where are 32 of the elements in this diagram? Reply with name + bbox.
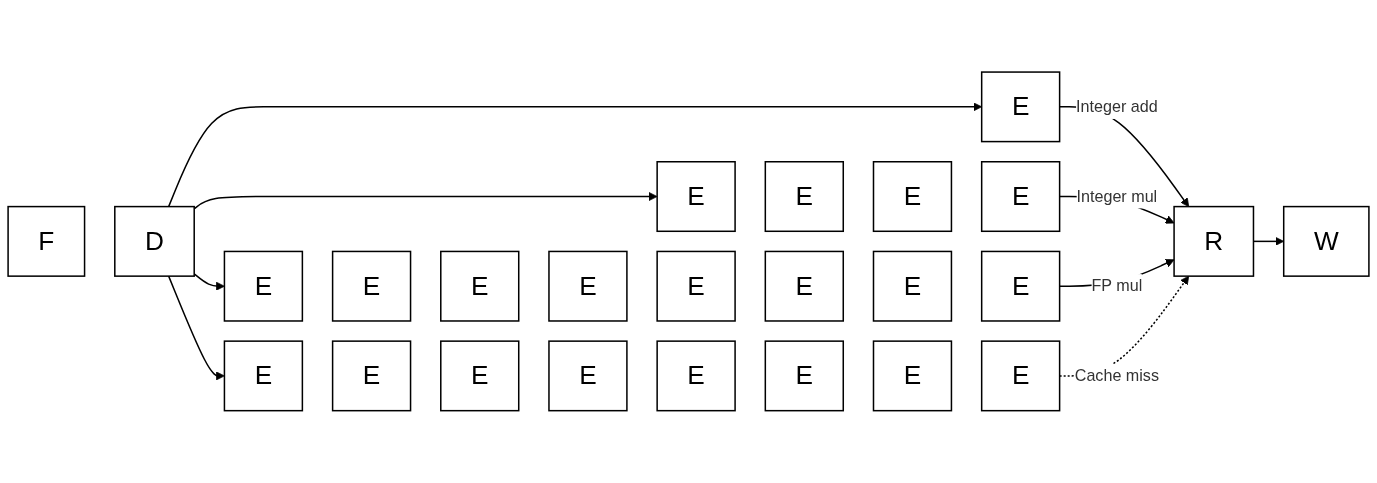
arrow — [193, 192, 658, 210]
edge-label: Integer add — [1076, 97, 1158, 116]
node-box: E — [764, 161, 844, 233]
node-box: W — [1282, 205, 1370, 277]
node-box: E — [980, 161, 1061, 233]
node-box: D — [114, 205, 195, 277]
node-box: E — [872, 340, 953, 412]
node-box: R — [1173, 205, 1255, 277]
node-box: E — [980, 340, 1061, 412]
node-box: E — [223, 340, 304, 412]
node-box: E — [331, 250, 412, 322]
node-box: F — [7, 205, 86, 277]
node-box: E — [764, 250, 844, 322]
edge-label: FP mul — [1091, 277, 1143, 295]
arrow — [193, 273, 225, 291]
edge-label: Integer mul — [1076, 187, 1158, 205]
node-box: E — [764, 340, 844, 412]
node-box: E — [331, 340, 412, 412]
node-box: E — [980, 71, 1061, 143]
node-box: E — [548, 250, 628, 322]
node-box: E — [872, 161, 953, 233]
node-box: E — [223, 250, 304, 322]
node-box: E — [440, 340, 520, 412]
edge-label: Cache miss — [1074, 366, 1159, 385]
node-box: E — [656, 161, 736, 233]
node-box: E — [656, 250, 736, 322]
arrow — [167, 275, 225, 381]
node-box: E — [656, 340, 736, 412]
node-box: E — [980, 250, 1061, 322]
node-box: E — [872, 250, 953, 322]
node-box: E — [548, 340, 628, 412]
node-box: E — [440, 250, 520, 322]
